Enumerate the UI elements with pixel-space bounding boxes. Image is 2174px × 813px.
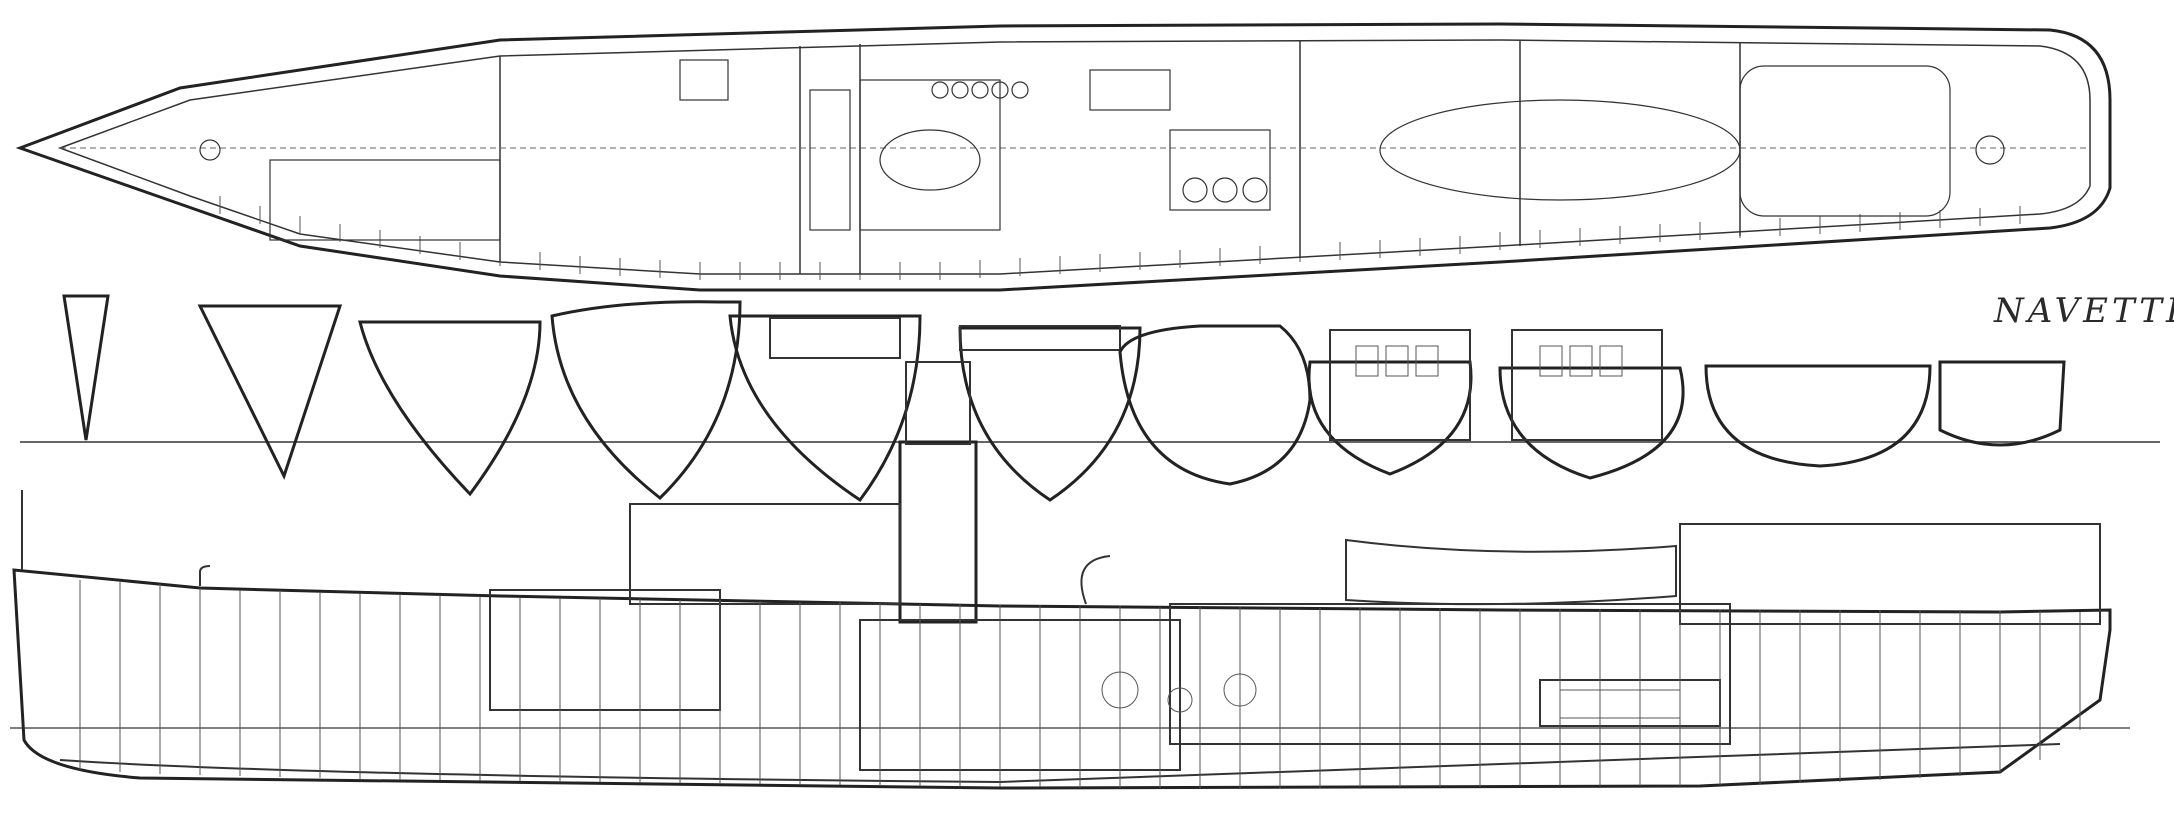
profile-keel-line	[59, 743, 2061, 784]
section-1	[62, 294, 110, 441]
profile-hull-outline	[12, 568, 2112, 790]
profile-deckhouses	[489, 503, 2101, 771]
profile-frames	[79, 580, 2081, 788]
section-6-deckhouse	[959, 325, 1121, 351]
drawing-title: NAVETTE	[1993, 291, 2174, 331]
deck-plan-inner-outline	[57, 39, 2091, 275]
porthole-icon	[1223, 673, 1257, 707]
ventilator	[199, 565, 211, 586]
window-icon	[1569, 345, 1593, 377]
window-icon	[1415, 345, 1439, 377]
window-icon	[1599, 345, 1623, 377]
section-10	[1704, 364, 1932, 468]
profile-view	[10, 490, 2130, 790]
section-8	[1307, 360, 1473, 476]
porthole-icon	[1101, 671, 1139, 709]
lattice-panel	[1559, 689, 1681, 719]
section-9	[1498, 366, 1685, 480]
deck-plan-frames	[219, 196, 2021, 280]
section-5-deckhouse	[769, 317, 901, 359]
section-8-deckhouse	[1329, 329, 1471, 441]
deck-plan-bulkheads	[499, 40, 1741, 274]
section-9-deckhouse	[1511, 329, 1663, 441]
deck-plan-compartments	[199, 59, 2005, 241]
section-5	[728, 314, 922, 503]
section-6	[958, 326, 1142, 502]
window-icon	[1539, 345, 1563, 377]
body-sections-row	[20, 294, 2160, 503]
window-icon	[1385, 345, 1409, 377]
section-4	[550, 300, 742, 500]
funnel-top	[905, 361, 971, 445]
section-3	[358, 320, 542, 497]
section-11	[1938, 360, 2066, 447]
deck-plan-hull-outline	[15, 22, 2112, 292]
window-icon	[1355, 345, 1379, 377]
funnel	[898, 440, 978, 624]
boat-davit	[1080, 555, 1111, 605]
section-2	[197, 304, 343, 480]
porthole-icon	[1167, 687, 1193, 713]
section-7	[1118, 324, 1312, 486]
deck-plan-view	[15, 22, 2112, 292]
